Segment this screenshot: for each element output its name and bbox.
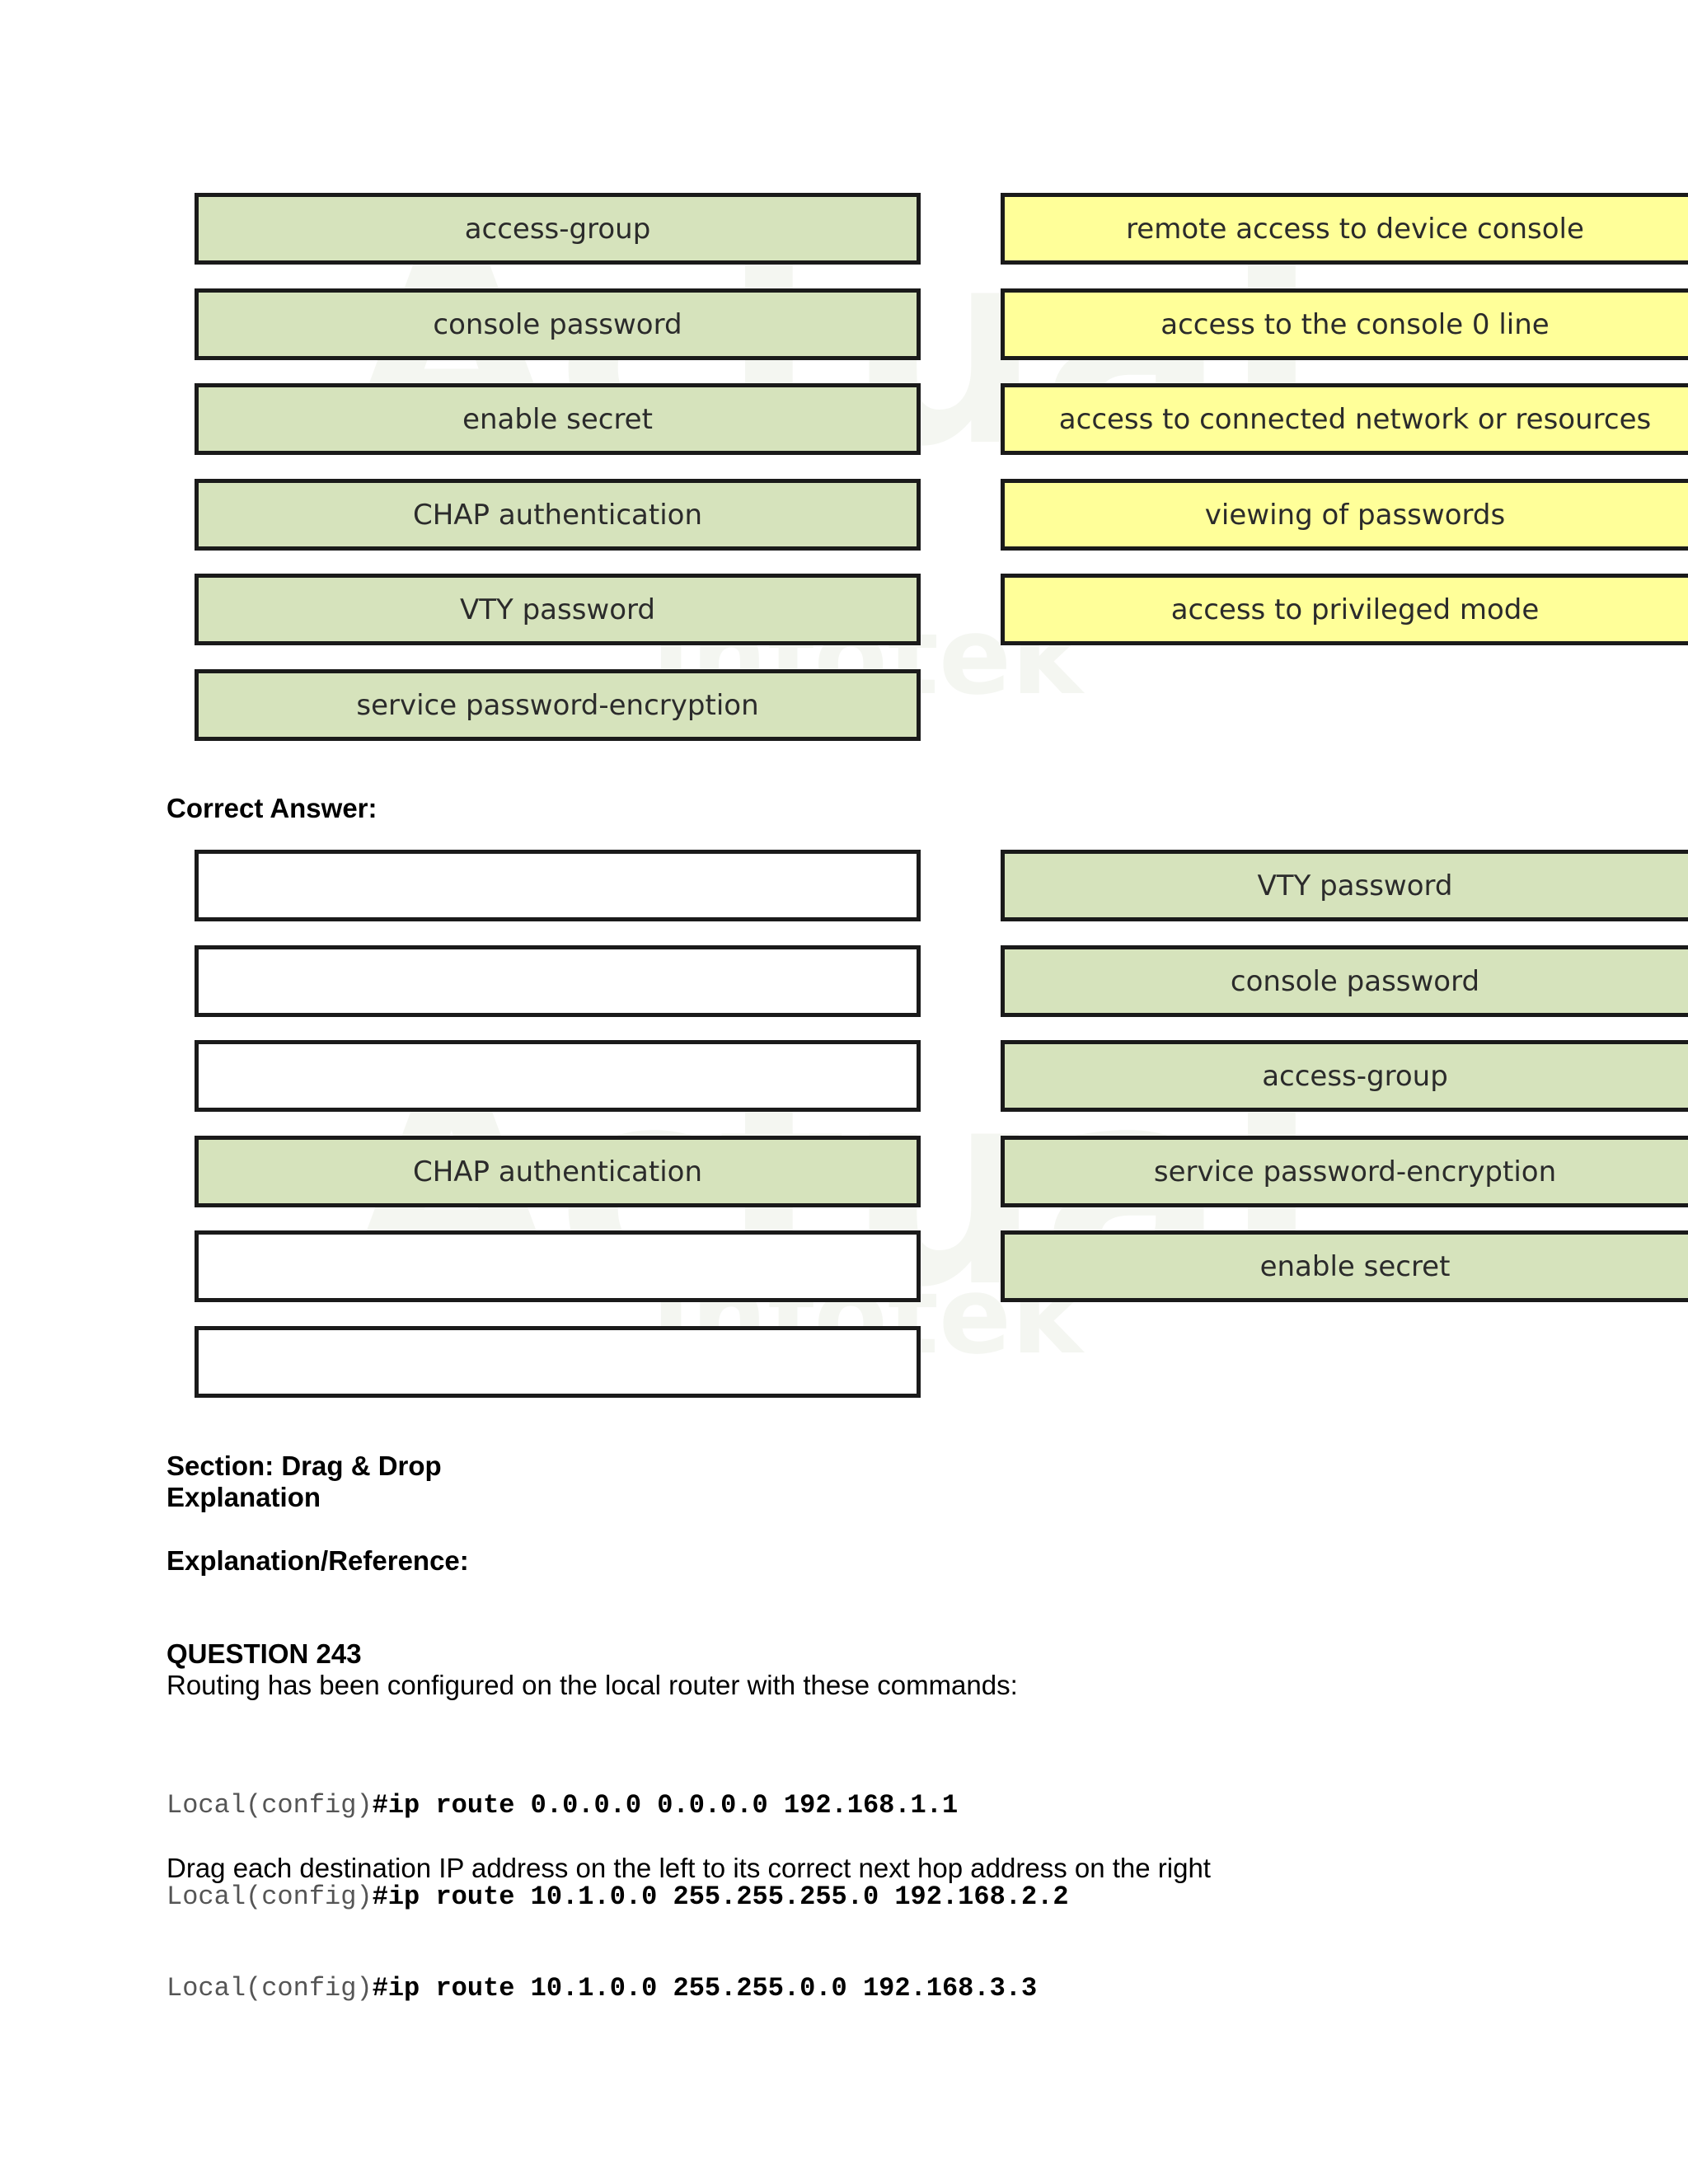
- question-instruction: Drag each destination IP address on the …: [166, 1853, 1211, 1883]
- empty-slot[interactable]: [195, 945, 921, 1017]
- correct-answer-heading: Correct Answer:: [166, 793, 377, 823]
- command-prompt: Local(config): [166, 1973, 373, 2004]
- drag-item[interactable]: enable secret: [195, 383, 921, 455]
- drop-target[interactable]: access to privileged mode: [1001, 574, 1688, 645]
- command-text: #ip route 10.1.0.0 255.255.255.0 192.168…: [372, 1882, 1069, 1912]
- answer-item[interactable]: enable secret: [1001, 1230, 1688, 1302]
- answer-item[interactable]: console password: [1001, 945, 1688, 1017]
- command-prompt: Local(config): [166, 1882, 373, 1912]
- drag-item[interactable]: CHAP authentication: [195, 479, 921, 551]
- drag-item[interactable]: console password: [195, 288, 921, 360]
- drag-item[interactable]: access-group: [195, 193, 921, 265]
- command-prompt: Local(config): [166, 1790, 373, 1821]
- question-intro: Routing has been configured on the local…: [166, 1670, 1018, 1700]
- empty-slot[interactable]: [195, 850, 921, 921]
- drop-target[interactable]: remote access to device console: [1001, 193, 1688, 265]
- answer-item[interactable]: VTY password: [1001, 850, 1688, 921]
- drag-item[interactable]: CHAP authentication: [195, 1136, 921, 1207]
- question-title: QUESTION 243: [166, 1638, 362, 1669]
- empty-slot[interactable]: [195, 1040, 921, 1112]
- command-line: Local(config)#ip route 10.1.0.0 255.255.…: [166, 1973, 1069, 2004]
- drag-item[interactable]: service password-encryption: [195, 669, 921, 741]
- drop-target[interactable]: access to the console 0 line: [1001, 288, 1688, 360]
- drag-item[interactable]: VTY password: [195, 574, 921, 645]
- explanation-reference-label: Explanation/Reference:: [166, 1545, 469, 1576]
- answer-item[interactable]: access-group: [1001, 1040, 1688, 1112]
- section-label: Section: Drag & Drop: [166, 1451, 442, 1481]
- answer-item[interactable]: service password-encryption: [1001, 1136, 1688, 1207]
- explanation-label: Explanation: [166, 1482, 321, 1512]
- drop-target[interactable]: viewing of passwords: [1001, 479, 1688, 551]
- empty-slot[interactable]: [195, 1230, 921, 1302]
- command-line: Local(config)#ip route 0.0.0.0 0.0.0.0 1…: [166, 1790, 1069, 1821]
- drop-target[interactable]: access to connected network or resources: [1001, 383, 1688, 455]
- empty-slot[interactable]: [195, 1326, 921, 1398]
- command-line: Local(config)#ip route 10.1.0.0 255.255.…: [166, 1882, 1069, 1912]
- command-text: #ip route 0.0.0.0 0.0.0.0 192.168.1.1: [372, 1790, 959, 1821]
- command-block: Local(config)#ip route 0.0.0.0 0.0.0.0 1…: [166, 1729, 1069, 2034]
- command-text: #ip route 10.1.0.0 255.255.0.0 192.168.3…: [372, 1973, 1038, 2004]
